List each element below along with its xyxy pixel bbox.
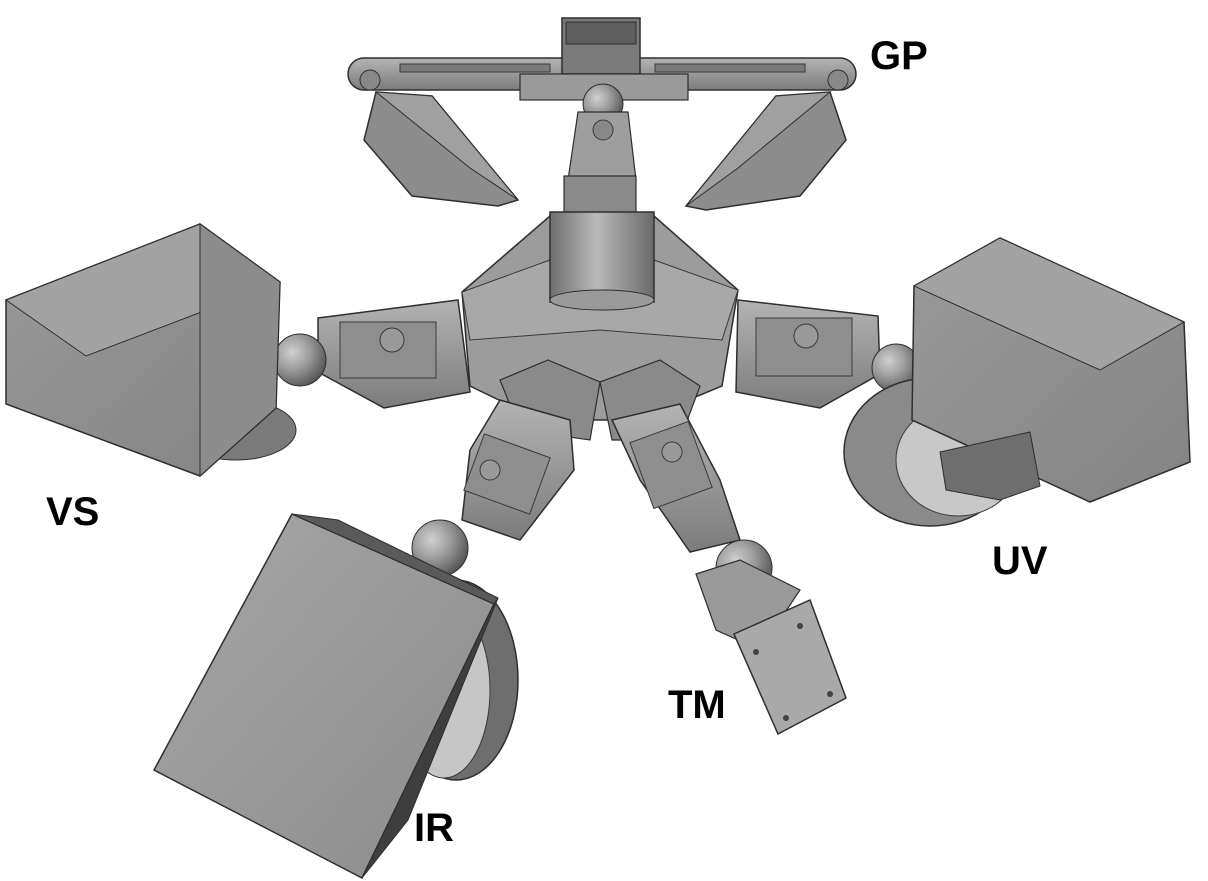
uv-module [735, 237, 1191, 527]
label-ir: IR [414, 806, 454, 850]
tm-module [610, 403, 847, 736]
label-tm: TM [668, 683, 726, 727]
gripper-module [347, 17, 857, 217]
label-uv: UV [992, 539, 1048, 583]
vs-module [4, 223, 471, 478]
ir-module [152, 399, 575, 880]
label-gp: GP [870, 34, 928, 78]
central-hub [461, 211, 739, 441]
label-vs: VS [46, 490, 100, 534]
